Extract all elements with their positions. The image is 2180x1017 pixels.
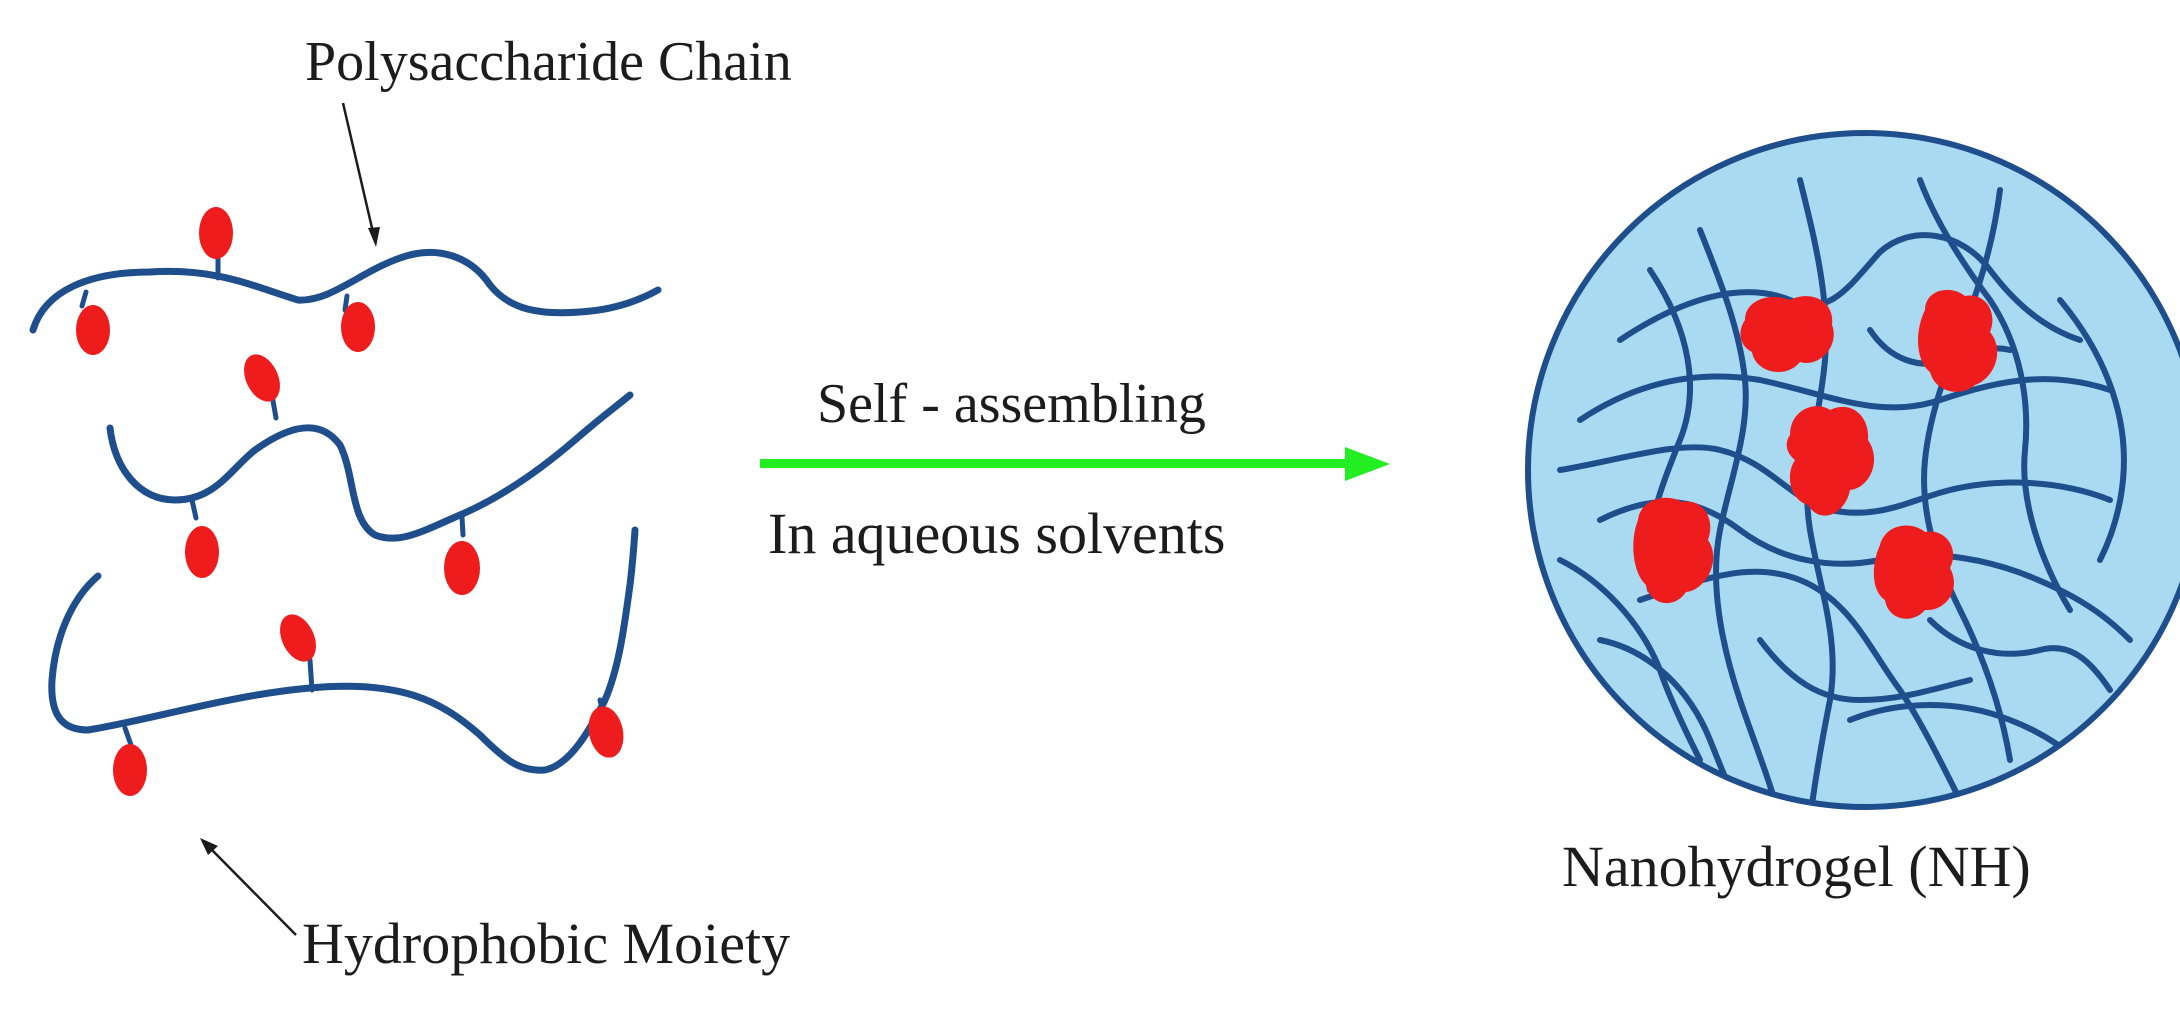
moiety-drop bbox=[199, 207, 233, 259]
polysaccharide-chains bbox=[29, 248, 662, 774]
hydrophobic-core bbox=[1633, 497, 1714, 604]
polysaccharide-pointer bbox=[341, 102, 374, 229]
polysaccharide-pointer-head bbox=[368, 227, 380, 247]
moiety-drop bbox=[280, 614, 316, 662]
hydrophobic-core bbox=[1740, 296, 1834, 373]
hydrophobic-core bbox=[1873, 525, 1954, 619]
polysaccharide-chain-label: Polysaccharide Chain bbox=[305, 31, 792, 93]
chain-middle bbox=[106, 391, 634, 542]
moiety-drop bbox=[444, 541, 480, 595]
self-assembling-label: Self - assembling bbox=[817, 373, 1206, 435]
process-arrow-shaft bbox=[760, 459, 1350, 468]
chain-bottom bbox=[48, 526, 639, 774]
process-arrow bbox=[760, 447, 1390, 481]
moiety-drop bbox=[244, 354, 280, 402]
moiety-drop bbox=[185, 526, 219, 578]
moiety-drop bbox=[588, 706, 624, 758]
process-arrow-head bbox=[1345, 447, 1390, 481]
moiety-drop bbox=[76, 305, 110, 355]
pointer-arrows bbox=[200, 102, 380, 936]
moiety-drop bbox=[113, 744, 147, 796]
aqueous-solvents-label: In aqueous solvents bbox=[768, 501, 1226, 566]
hydrophobic-pointer-head bbox=[200, 838, 218, 855]
hydrophobic-core bbox=[1786, 406, 1875, 516]
hydrophobic-cores bbox=[1633, 289, 1998, 619]
hydrophobic-moieties bbox=[76, 207, 624, 796]
hydrophobic-core bbox=[1918, 289, 1998, 392]
hydrophobic-pointer bbox=[211, 849, 297, 936]
moiety-drop bbox=[341, 302, 375, 352]
chain-top bbox=[29, 248, 662, 334]
hydrophobic-moiety-label: Hydrophobic Moiety bbox=[302, 911, 791, 976]
nanohydrogel-label: Nanohydrogel (NH) bbox=[1562, 834, 2031, 899]
